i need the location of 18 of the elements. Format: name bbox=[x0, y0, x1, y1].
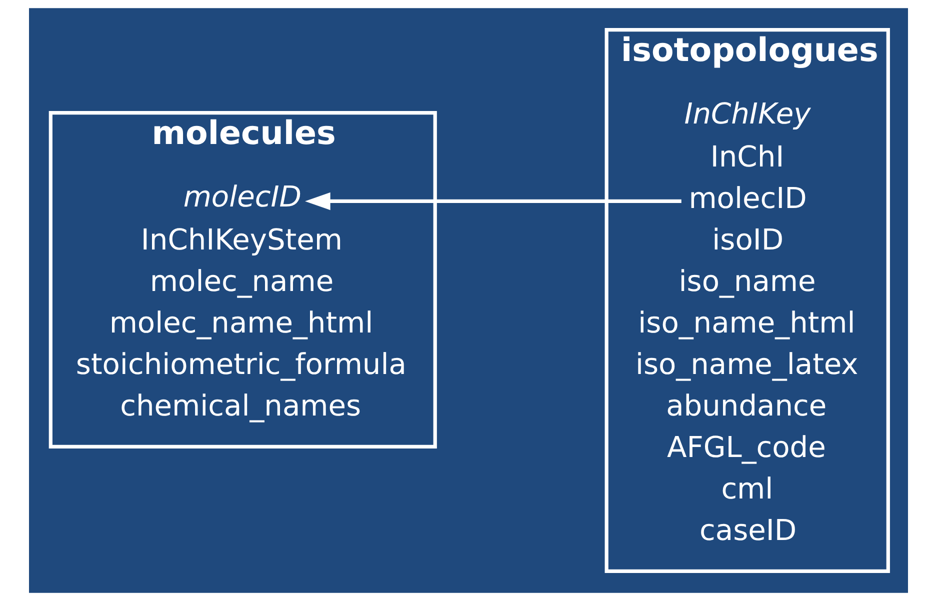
node-text: molec_name bbox=[150, 264, 334, 298]
node-text: stoichiometric_formula bbox=[76, 347, 406, 382]
node-text: abundance bbox=[666, 388, 827, 423]
node-text: molecID bbox=[183, 179, 302, 214]
node-text: chemical_names bbox=[120, 388, 362, 423]
node-text: cml bbox=[721, 472, 774, 506]
node-text: iso_name bbox=[678, 264, 816, 298]
arrow bbox=[305, 192, 682, 210]
node-text: AFGL_code bbox=[667, 430, 826, 464]
node-text: InChI bbox=[710, 140, 784, 174]
node-text: molecID bbox=[688, 181, 807, 216]
node-text: molec_name_html bbox=[109, 306, 374, 340]
node-text: iso_name_latex bbox=[635, 347, 858, 382]
node-text: InChIKeyStem bbox=[140, 222, 342, 257]
node-text: InChIKey bbox=[684, 96, 811, 130]
node-text: iso_name_html bbox=[638, 306, 856, 340]
node-text: caseID bbox=[700, 513, 797, 548]
node-text: isoID bbox=[712, 222, 784, 257]
